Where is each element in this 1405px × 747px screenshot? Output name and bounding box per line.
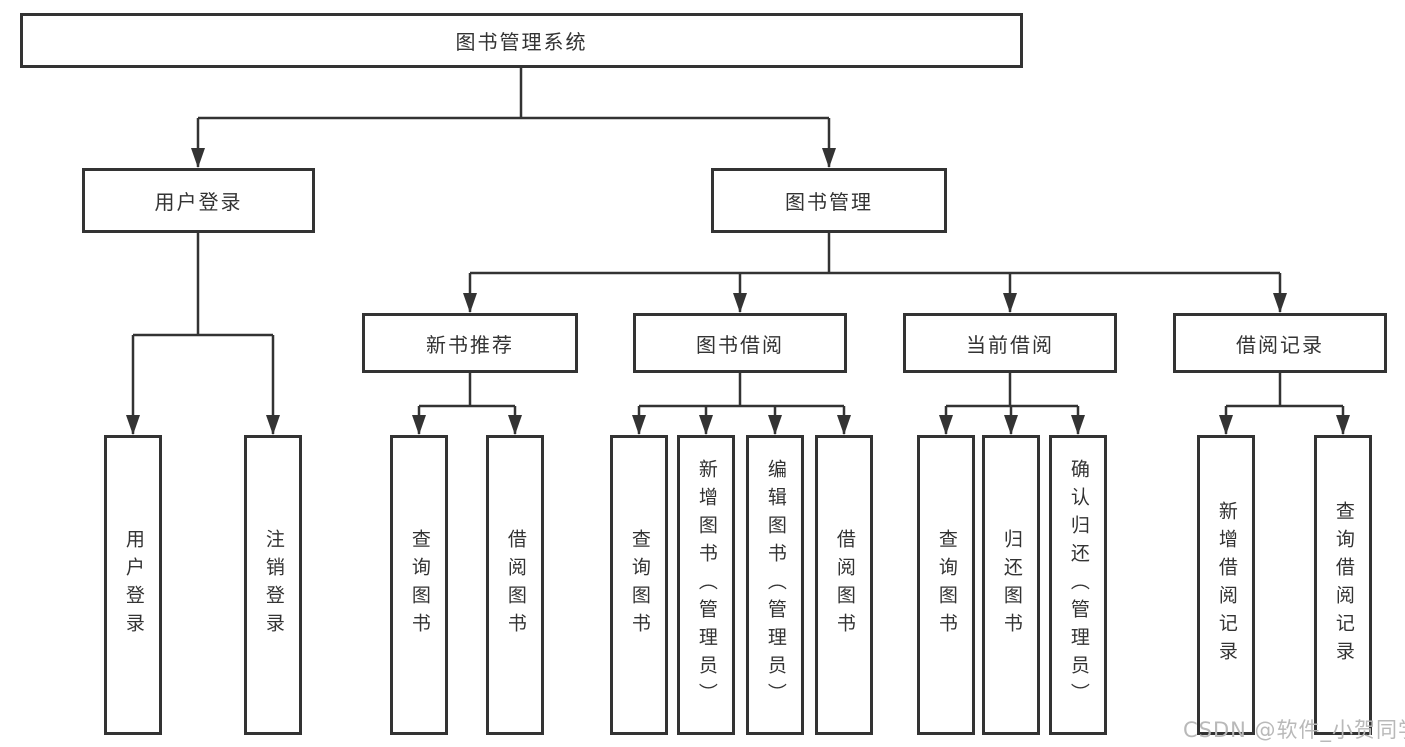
- leaf-add-book-admin: 新增图书（管理员）: [677, 435, 735, 735]
- leaf-borrow-books-recommend: 借阅图书: [486, 435, 544, 735]
- leaf-query-books-borrow: 查询图书: [610, 435, 668, 735]
- leaf-user-login: 用户登录: [104, 435, 162, 735]
- watermark-text: CSDN @软件_小贺同学: [1183, 718, 1405, 742]
- leaf-query-books-current: 查询图书: [917, 435, 975, 735]
- node-user-login: 用户登录: [82, 168, 315, 233]
- leaf-add-borrow-record: 新增借阅记录: [1197, 435, 1255, 735]
- node-root: 图书管理系统: [20, 13, 1023, 68]
- leaf-query-borrow-record: 查询借阅记录: [1314, 435, 1372, 735]
- leaf-confirm-return-admin: 确认归还（管理员）: [1049, 435, 1107, 735]
- leaf-return-books: 归还图书: [982, 435, 1040, 735]
- leaf-edit-book-admin: 编辑图书（管理员）: [746, 435, 804, 735]
- node-new-book-recommend: 新书推荐: [362, 313, 578, 373]
- node-book-borrow: 图书借阅: [633, 313, 847, 373]
- leaf-query-books-recommend: 查询图书: [390, 435, 448, 735]
- node-borrow-records: 借阅记录: [1173, 313, 1387, 373]
- leaf-logout: 注销登录: [244, 435, 302, 735]
- node-current-borrow: 当前借阅: [903, 313, 1117, 373]
- leaf-borrow-books-borrow: 借阅图书: [815, 435, 873, 735]
- node-book-management: 图书管理: [711, 168, 947, 233]
